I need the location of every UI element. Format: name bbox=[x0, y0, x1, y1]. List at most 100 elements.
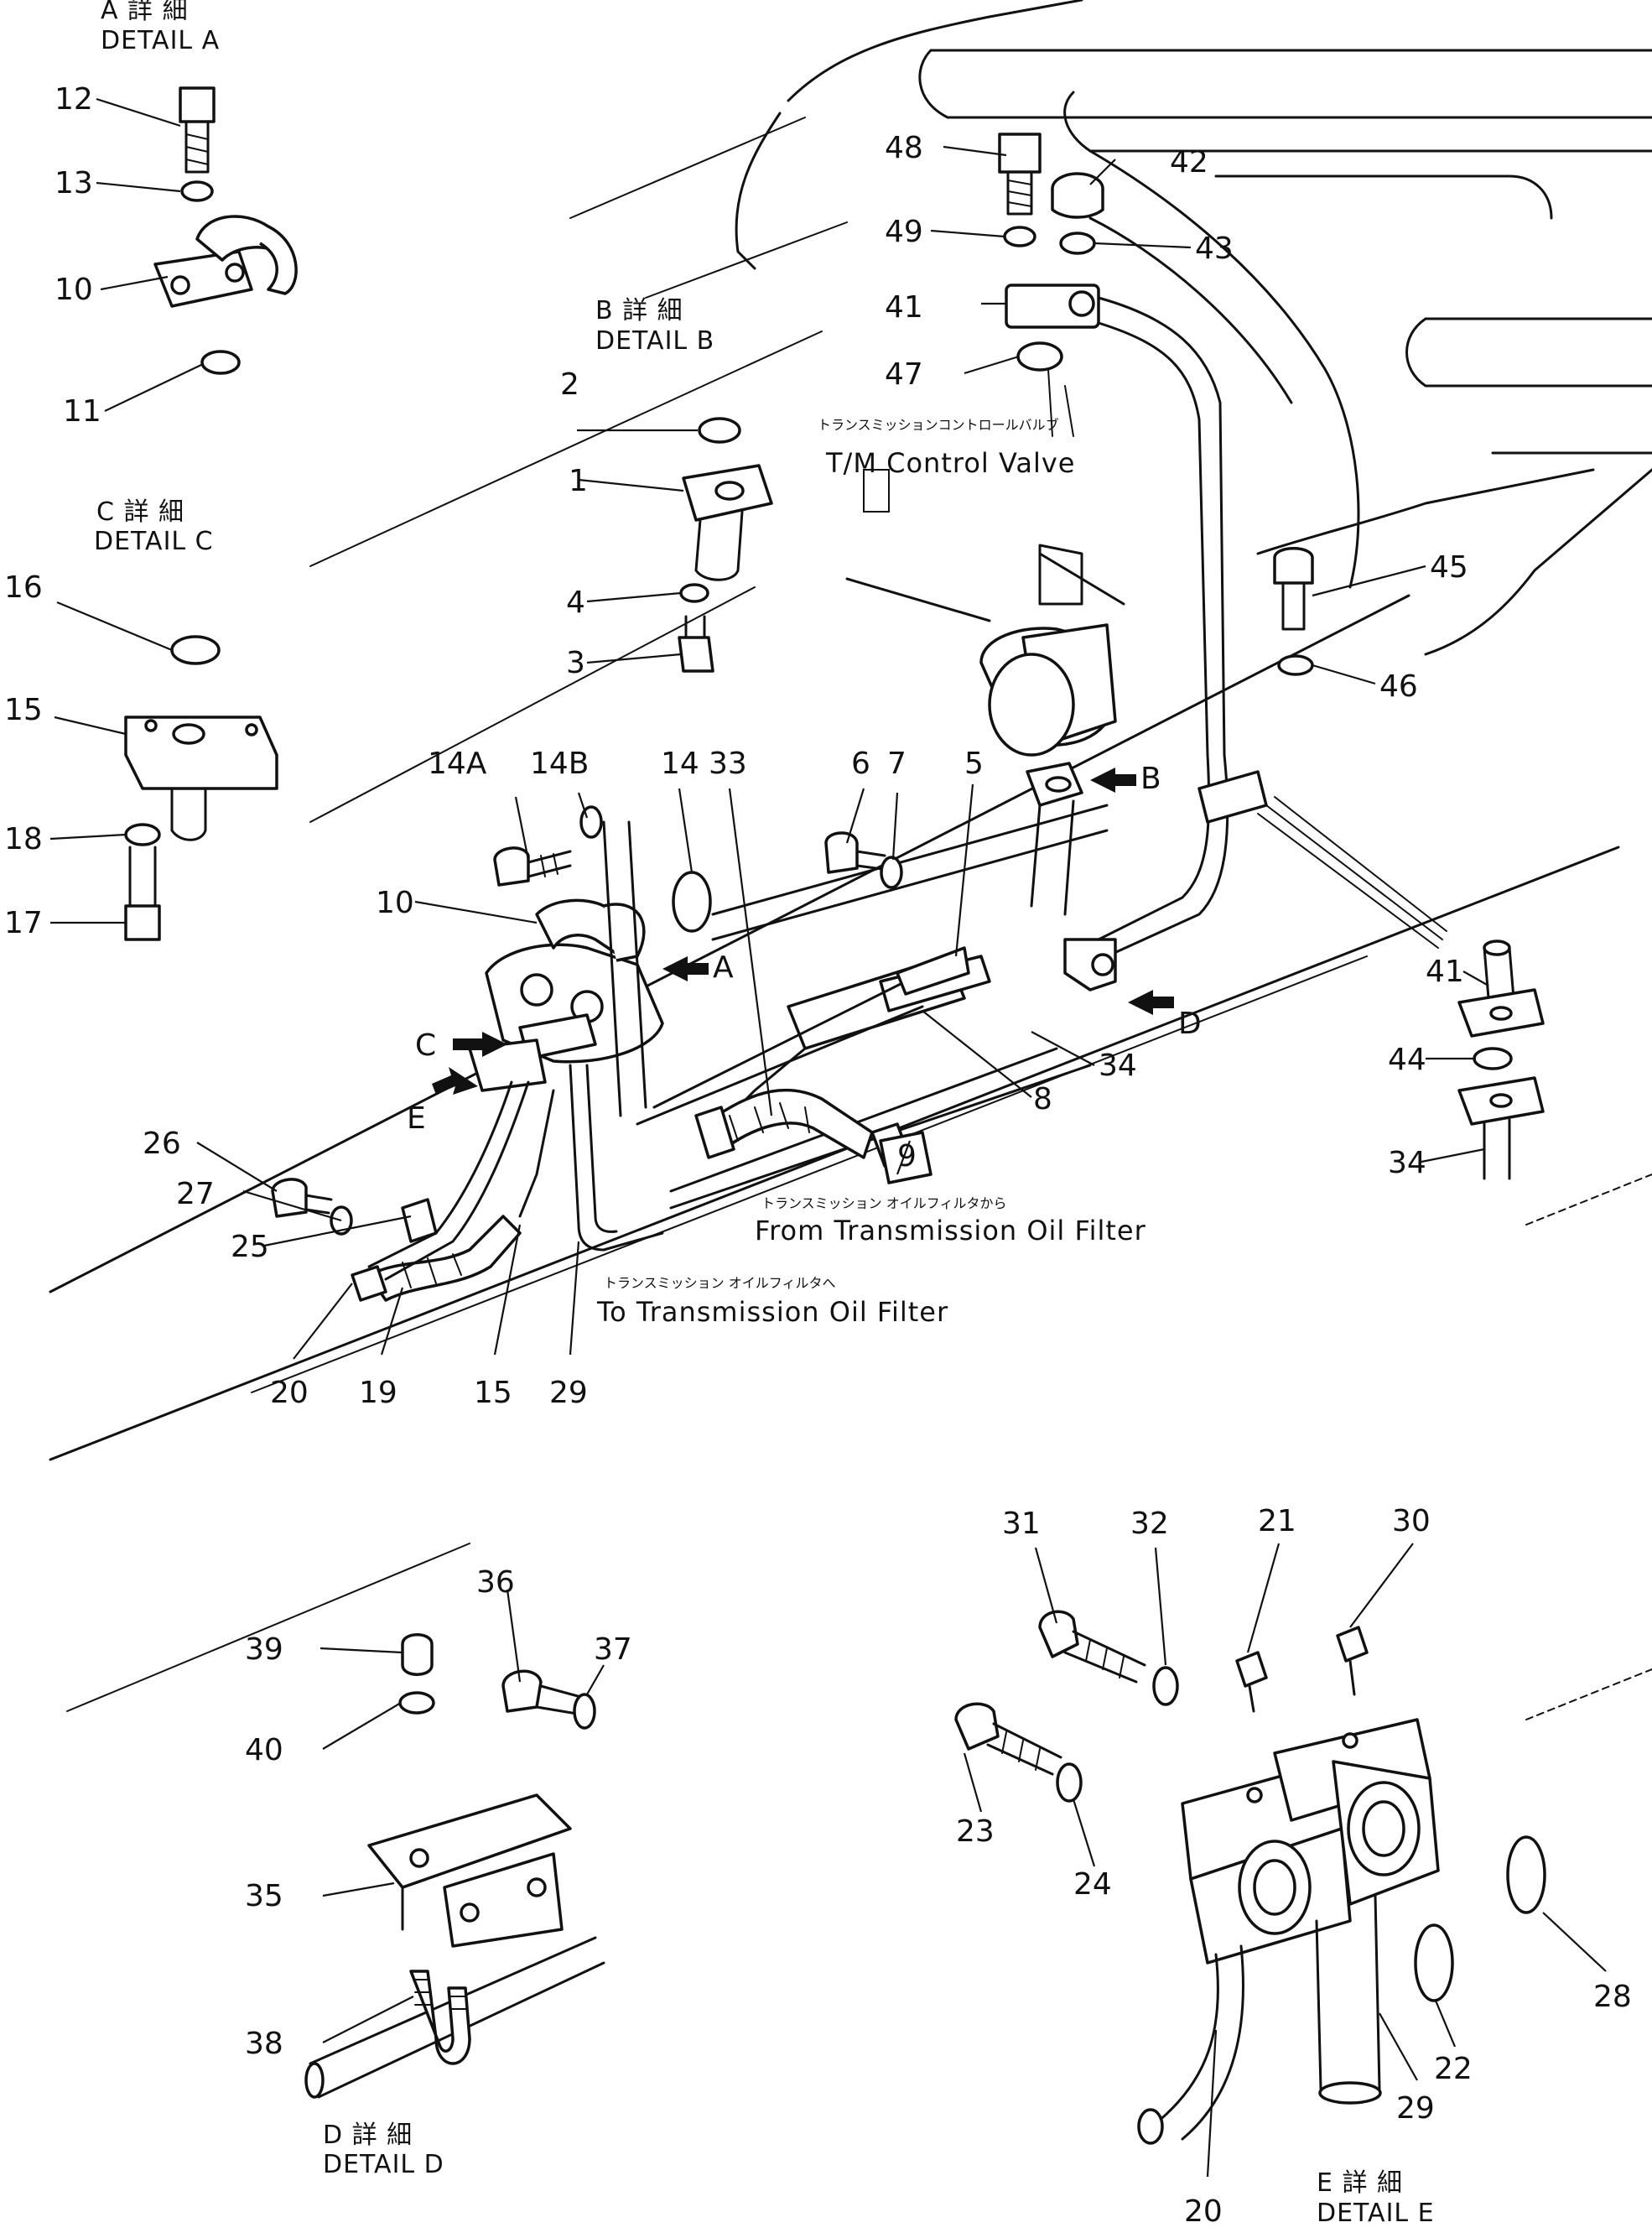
detail-c-title: DETAIL C bbox=[94, 527, 214, 556]
fasteners bbox=[271, 805, 903, 1236]
part-label: 28 bbox=[1593, 1980, 1632, 2014]
part-label: 31 bbox=[1002, 1507, 1041, 1541]
detail-a-title: DETAIL A bbox=[101, 26, 220, 55]
part-label: 44 bbox=[1388, 1043, 1426, 1077]
part-label: 26 bbox=[143, 1127, 181, 1161]
part-label: 9 bbox=[897, 1139, 917, 1174]
part-label: 47 bbox=[885, 357, 923, 392]
part-label: 33 bbox=[709, 747, 747, 781]
part-label: 32 bbox=[1130, 1507, 1169, 1541]
to-filter-caption: To Transmission Oil Filter bbox=[596, 1296, 948, 1328]
part-label: 10 bbox=[55, 273, 93, 307]
detail-b-title-jp: B 詳 細 bbox=[595, 296, 683, 325]
control-valve-pipe-assembly bbox=[998, 133, 1268, 958]
arrow-letter-d: D bbox=[1178, 1007, 1202, 1041]
part-label: 48 bbox=[885, 131, 923, 165]
part-label: 14B bbox=[530, 747, 590, 781]
part-label: 42 bbox=[1170, 145, 1208, 180]
part-label: 6 bbox=[851, 747, 870, 781]
part-label: 41 bbox=[1426, 955, 1464, 989]
oil-cooler-block bbox=[351, 820, 664, 1302]
part-label: 18 bbox=[4, 822, 43, 856]
detail-titles: A 詳 細 DETAIL A B 詳 細 DETAIL B C 詳 細 DETA… bbox=[94, 0, 1435, 2228]
detail-e-title-jp: E 詳 細 bbox=[1317, 2168, 1403, 2198]
view-arrows bbox=[432, 768, 1447, 1095]
detail-b-title: DETAIL B bbox=[595, 326, 714, 356]
arrow-letter-c: C bbox=[415, 1028, 436, 1063]
part-label: 15 bbox=[474, 1376, 512, 1410]
machine-frame-outline bbox=[735, 0, 1652, 656]
part-label: 45 bbox=[1430, 550, 1468, 585]
part-label: 19 bbox=[359, 1376, 397, 1410]
part-label: 14A bbox=[428, 747, 487, 781]
part-label: 1 bbox=[569, 464, 588, 498]
arrow-c bbox=[453, 1032, 507, 1057]
detail-41-44-34 bbox=[1457, 939, 1545, 1180]
part-label: 10 bbox=[376, 886, 414, 920]
arrow-e bbox=[432, 1067, 478, 1095]
from-filter-caption: From Transmission Oil Filter bbox=[755, 1215, 1146, 1247]
to-filter-caption-jp: トランスミッション オイルフィルタへ bbox=[604, 1275, 835, 1291]
detail-b-parts bbox=[678, 417, 773, 673]
part-label: 23 bbox=[956, 1814, 995, 1849]
detail-c-parts bbox=[124, 635, 278, 941]
part-label: 29 bbox=[1396, 2091, 1435, 2126]
part-label: 37 bbox=[594, 1632, 632, 1667]
part-label: 12 bbox=[55, 82, 93, 117]
part-label: 30 bbox=[1392, 1504, 1431, 1538]
part-label: 46 bbox=[1379, 669, 1418, 704]
arrow-d bbox=[1128, 990, 1174, 1015]
detail-d-title: DETAIL D bbox=[323, 2150, 444, 2179]
detail-a-parts bbox=[153, 86, 298, 375]
detail-45-46 bbox=[1273, 547, 1314, 676]
part-label: 14 bbox=[661, 747, 699, 781]
leader-lines bbox=[49, 97, 1607, 2178]
part-label: 22 bbox=[1434, 2052, 1473, 2086]
tm-control-valve-caption: T/M Control Valve bbox=[825, 447, 1075, 479]
detail-d-parts bbox=[304, 1633, 605, 2099]
captions: トランスミッションコントロールバルブ T/M Control Valve トラン… bbox=[596, 417, 1146, 1328]
arrow-a bbox=[662, 956, 709, 981]
detail-e-parts bbox=[954, 1610, 1546, 2145]
part-label: 36 bbox=[476, 1565, 515, 1600]
cooler-pipes bbox=[636, 804, 1117, 1210]
part-label: 34 bbox=[1388, 1146, 1426, 1180]
part-label: 41 bbox=[885, 290, 923, 325]
detail-a-title-jp: A 詳 細 bbox=[101, 0, 189, 25]
part-label: 3 bbox=[566, 646, 585, 680]
part-label: 29 bbox=[549, 1376, 588, 1410]
part-label: 24 bbox=[1073, 1867, 1112, 1902]
arrow-b bbox=[1090, 768, 1136, 793]
part-label: 15 bbox=[4, 693, 43, 727]
part-number-callouts: 12 13 10 11 2 1 4 3 16 15 18 17 48 42 49… bbox=[4, 82, 1632, 2229]
part-label: 13 bbox=[55, 166, 93, 200]
separators bbox=[1525, 1174, 1652, 1720]
part-label: 27 bbox=[176, 1177, 215, 1211]
part-label: 39 bbox=[245, 1632, 283, 1667]
detail-c-title-jp: C 詳 細 bbox=[96, 497, 184, 527]
part-label: 20 bbox=[270, 1376, 309, 1410]
part-label: 4 bbox=[566, 586, 585, 620]
part-label: 34 bbox=[1099, 1049, 1137, 1083]
from-filter-caption-jp: トランスミッション オイルフィルタから bbox=[761, 1195, 1006, 1211]
detail-d-title-jp: D 詳 細 bbox=[323, 2121, 413, 2150]
arrow-letter-b: B bbox=[1140, 762, 1161, 796]
tm-control-valve-caption-jp: トランスミッションコントロールバルブ bbox=[818, 417, 1059, 433]
part-label: 38 bbox=[245, 2027, 283, 2061]
part-label: 43 bbox=[1195, 232, 1234, 266]
part-label: 20 bbox=[1184, 2194, 1223, 2229]
part-label: 16 bbox=[4, 570, 43, 605]
part-label: 49 bbox=[885, 215, 923, 249]
part-label: 17 bbox=[4, 906, 43, 940]
valve-housing bbox=[979, 623, 1117, 916]
arrow-letter-a: A bbox=[713, 950, 734, 985]
part-label: 2 bbox=[560, 367, 579, 402]
part-label: 7 bbox=[887, 747, 907, 781]
part-label: 35 bbox=[245, 1879, 283, 1913]
part-label: 5 bbox=[964, 747, 984, 781]
part-label: 25 bbox=[231, 1230, 269, 1264]
arrow-letters: A B C D E bbox=[407, 762, 1202, 1136]
hatched-arrow bbox=[1257, 796, 1447, 949]
detail-e-title: DETAIL E bbox=[1317, 2199, 1435, 2228]
